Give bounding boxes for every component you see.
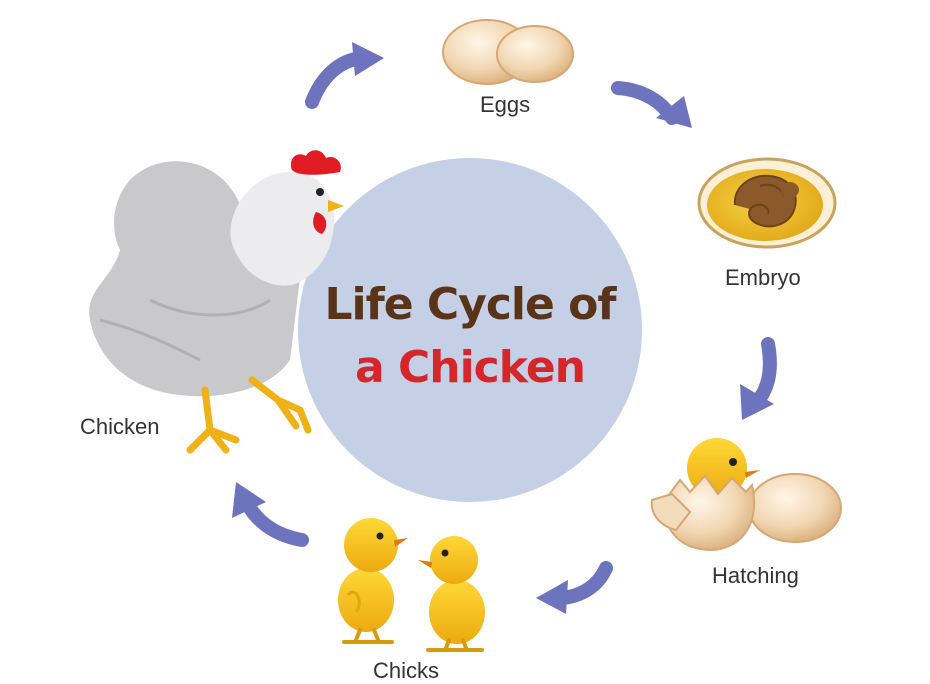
embryo-illustration: [699, 159, 835, 247]
center-circle: [298, 158, 642, 502]
arrow-chicks-to-chicken-icon: [232, 482, 302, 540]
arrow-eggs-to-embryo-icon: [618, 88, 692, 128]
title-line-2: a Chicken: [300, 346, 640, 390]
title-line-1: Life Cycle of: [300, 283, 640, 327]
chicks-illustration: [338, 518, 485, 650]
arrow-chicken-to-eggs-icon: [312, 42, 384, 102]
arrow-hatching-to-chicks-icon: [536, 568, 606, 614]
label-embryo: Embryo: [725, 267, 801, 289]
label-chicken: Chicken: [80, 416, 159, 438]
arrow-embryo-to-hatching-icon: [740, 344, 774, 420]
hatching-illustration: [652, 438, 841, 550]
label-hatching: Hatching: [712, 565, 799, 587]
eggs-illustration: [443, 20, 573, 84]
label-eggs: Eggs: [480, 94, 530, 116]
label-chicks: Chicks: [373, 660, 439, 682]
